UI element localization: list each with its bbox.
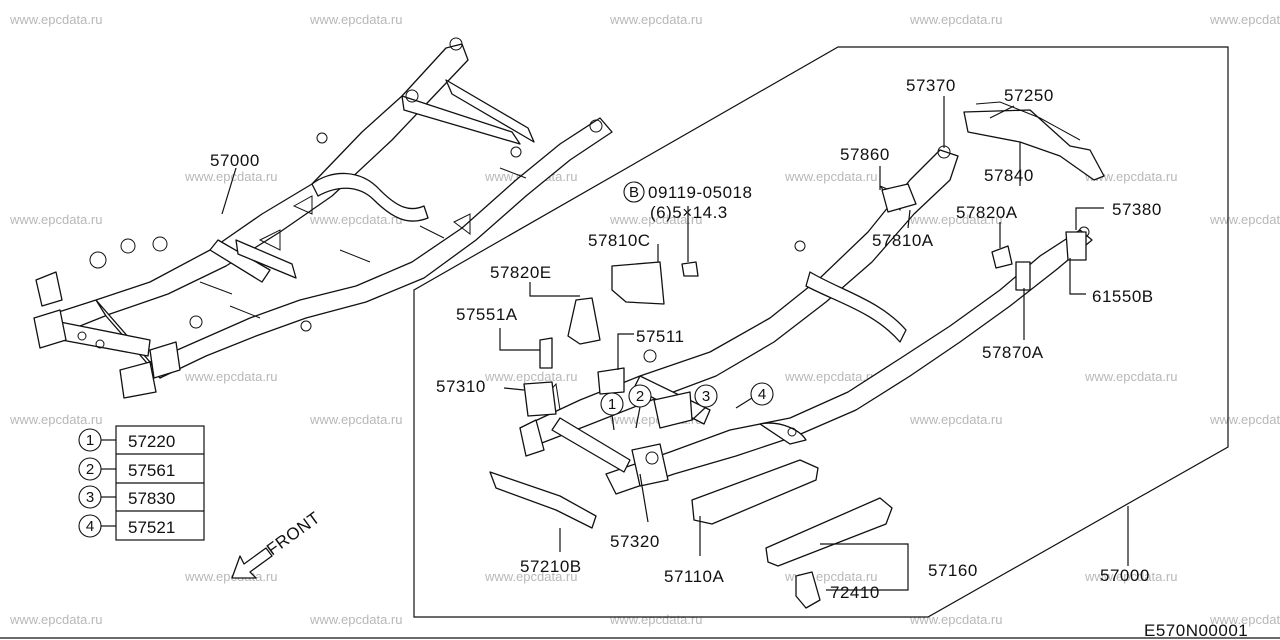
member-57210b: [489, 471, 597, 529]
watermark: www.epcdata.ru: [909, 212, 1003, 227]
watermark: www.epcdata.ru: [309, 412, 403, 427]
callout-circles: 1 2 3 4: [600, 382, 774, 431]
exploded-view-boundary: [413, 46, 1229, 618]
watermark: www.epcdata.ru: [784, 169, 878, 184]
leader-lines: [499, 96, 1129, 591]
part-label-frame: 57000: [210, 151, 260, 170]
bracket-57511: [597, 367, 625, 395]
part-label: 72410: [830, 583, 880, 602]
callout-number: 4: [758, 386, 766, 403]
part-labels: 57000 57370 57250 57860 57840 57820A 573…: [210, 76, 1162, 602]
part-label: 57551A: [456, 305, 518, 324]
bracket-72410: [795, 571, 821, 609]
part-label: 57310: [436, 377, 486, 396]
watermark: www.epcdata.ru: [184, 369, 278, 384]
watermark: www.epcdata.ru: [1209, 212, 1280, 227]
bolt-callout: B 09119-05018 (6)5×14.3: [623, 181, 752, 222]
legend-number: 4: [86, 518, 94, 535]
part-label: 57160: [928, 561, 978, 580]
front-label: FRONT: [263, 508, 324, 559]
bracket-57250: [963, 101, 1105, 181]
watermark: www.epcdata.ru: [9, 612, 103, 627]
watermarks: www.epcdata.ru www.epcdata.ru www.epcdat…: [9, 12, 1280, 627]
bolt-icon: [681, 261, 699, 277]
watermark: www.epcdata.ru: [1209, 12, 1280, 27]
part-label: 57810C: [588, 231, 651, 250]
watermark: www.epcdata.ru: [609, 212, 703, 227]
part-label: 57380: [1112, 200, 1162, 219]
part-label-frame: 57000: [1100, 566, 1150, 585]
bracket-57551a: [539, 337, 553, 369]
part-label: 57250: [1004, 86, 1054, 105]
legend-table: 1 57220 2 57561 3 57830 4 57521: [78, 425, 205, 541]
watermark: www.epcdata.ru: [484, 569, 578, 584]
front-arrow-icon: [231, 547, 273, 579]
legend-code: 57220: [128, 432, 175, 451]
member-57160: [765, 497, 893, 567]
watermark: www.epcdata.ru: [909, 612, 1003, 627]
watermark: www.epcdata.ru: [909, 12, 1003, 27]
part-label: 57320: [610, 532, 660, 551]
watermark: www.epcdata.ru: [1084, 569, 1178, 584]
watermark: www.epcdata.ru: [309, 612, 403, 627]
front-indicator: FRONT: [231, 508, 324, 579]
watermark: www.epcdata.ru: [1084, 369, 1178, 384]
frame-exploded-illustration: [519, 145, 1093, 495]
part-label: 57820A: [956, 203, 1018, 222]
diagram-code: E570N00001: [1144, 621, 1248, 640]
legend-code: 57561: [128, 461, 175, 480]
part-label: 57870A: [982, 343, 1044, 362]
bolt-letter: B: [629, 184, 639, 201]
part-label: 57840: [984, 166, 1034, 185]
watermark: www.epcdata.ru: [9, 12, 103, 27]
legend-number: 3: [86, 489, 94, 506]
watermark: www.epcdata.ru: [184, 569, 278, 584]
bracket-57820e: [567, 297, 601, 345]
member-57110a: [691, 459, 819, 525]
legend-code: 57521: [128, 518, 175, 537]
part-label: 57810A: [872, 231, 934, 250]
watermark: www.epcdata.ru: [609, 12, 703, 27]
part-label: 57370: [906, 76, 956, 95]
watermark: www.epcdata.ru: [184, 169, 278, 184]
watermark: www.epcdata.ru: [909, 412, 1003, 427]
frame-assembly-illustration: [33, 37, 613, 399]
watermark: www.epcdata.ru: [9, 212, 103, 227]
watermark: www.epcdata.ru: [1084, 169, 1178, 184]
legend-code: 57830: [128, 489, 175, 508]
part-label: 57210B: [520, 557, 582, 576]
watermark: www.epcdata.ru: [309, 212, 403, 227]
watermark: www.epcdata.ru: [1209, 612, 1280, 627]
legend-number: 1: [86, 432, 94, 449]
watermark: www.epcdata.ru: [309, 12, 403, 27]
part-label: 57860: [840, 145, 890, 164]
callout-number: 3: [702, 388, 710, 405]
bracket-57810c: [611, 261, 665, 305]
callout-number: 2: [636, 388, 644, 405]
part-label: 57110A: [664, 567, 725, 586]
watermark: www.epcdata.ru: [9, 412, 103, 427]
watermark: www.epcdata.ru: [609, 612, 703, 627]
legend-number: 2: [86, 461, 94, 478]
bolt-spec: (6)5×14.3: [650, 203, 728, 222]
watermark: www.epcdata.ru: [1209, 412, 1280, 427]
part-label: 57511: [636, 327, 685, 346]
part-label: 61550B: [1092, 287, 1154, 306]
watermark: www.epcdata.ru: [484, 369, 578, 384]
watermark: www.epcdata.ru: [784, 369, 878, 384]
leader-line: [221, 167, 237, 215]
bracket-57310: [523, 381, 557, 417]
part-label: 57820E: [490, 263, 552, 282]
bolt-part-number: 09119-05018: [648, 183, 752, 202]
callout-number: 1: [608, 396, 616, 413]
